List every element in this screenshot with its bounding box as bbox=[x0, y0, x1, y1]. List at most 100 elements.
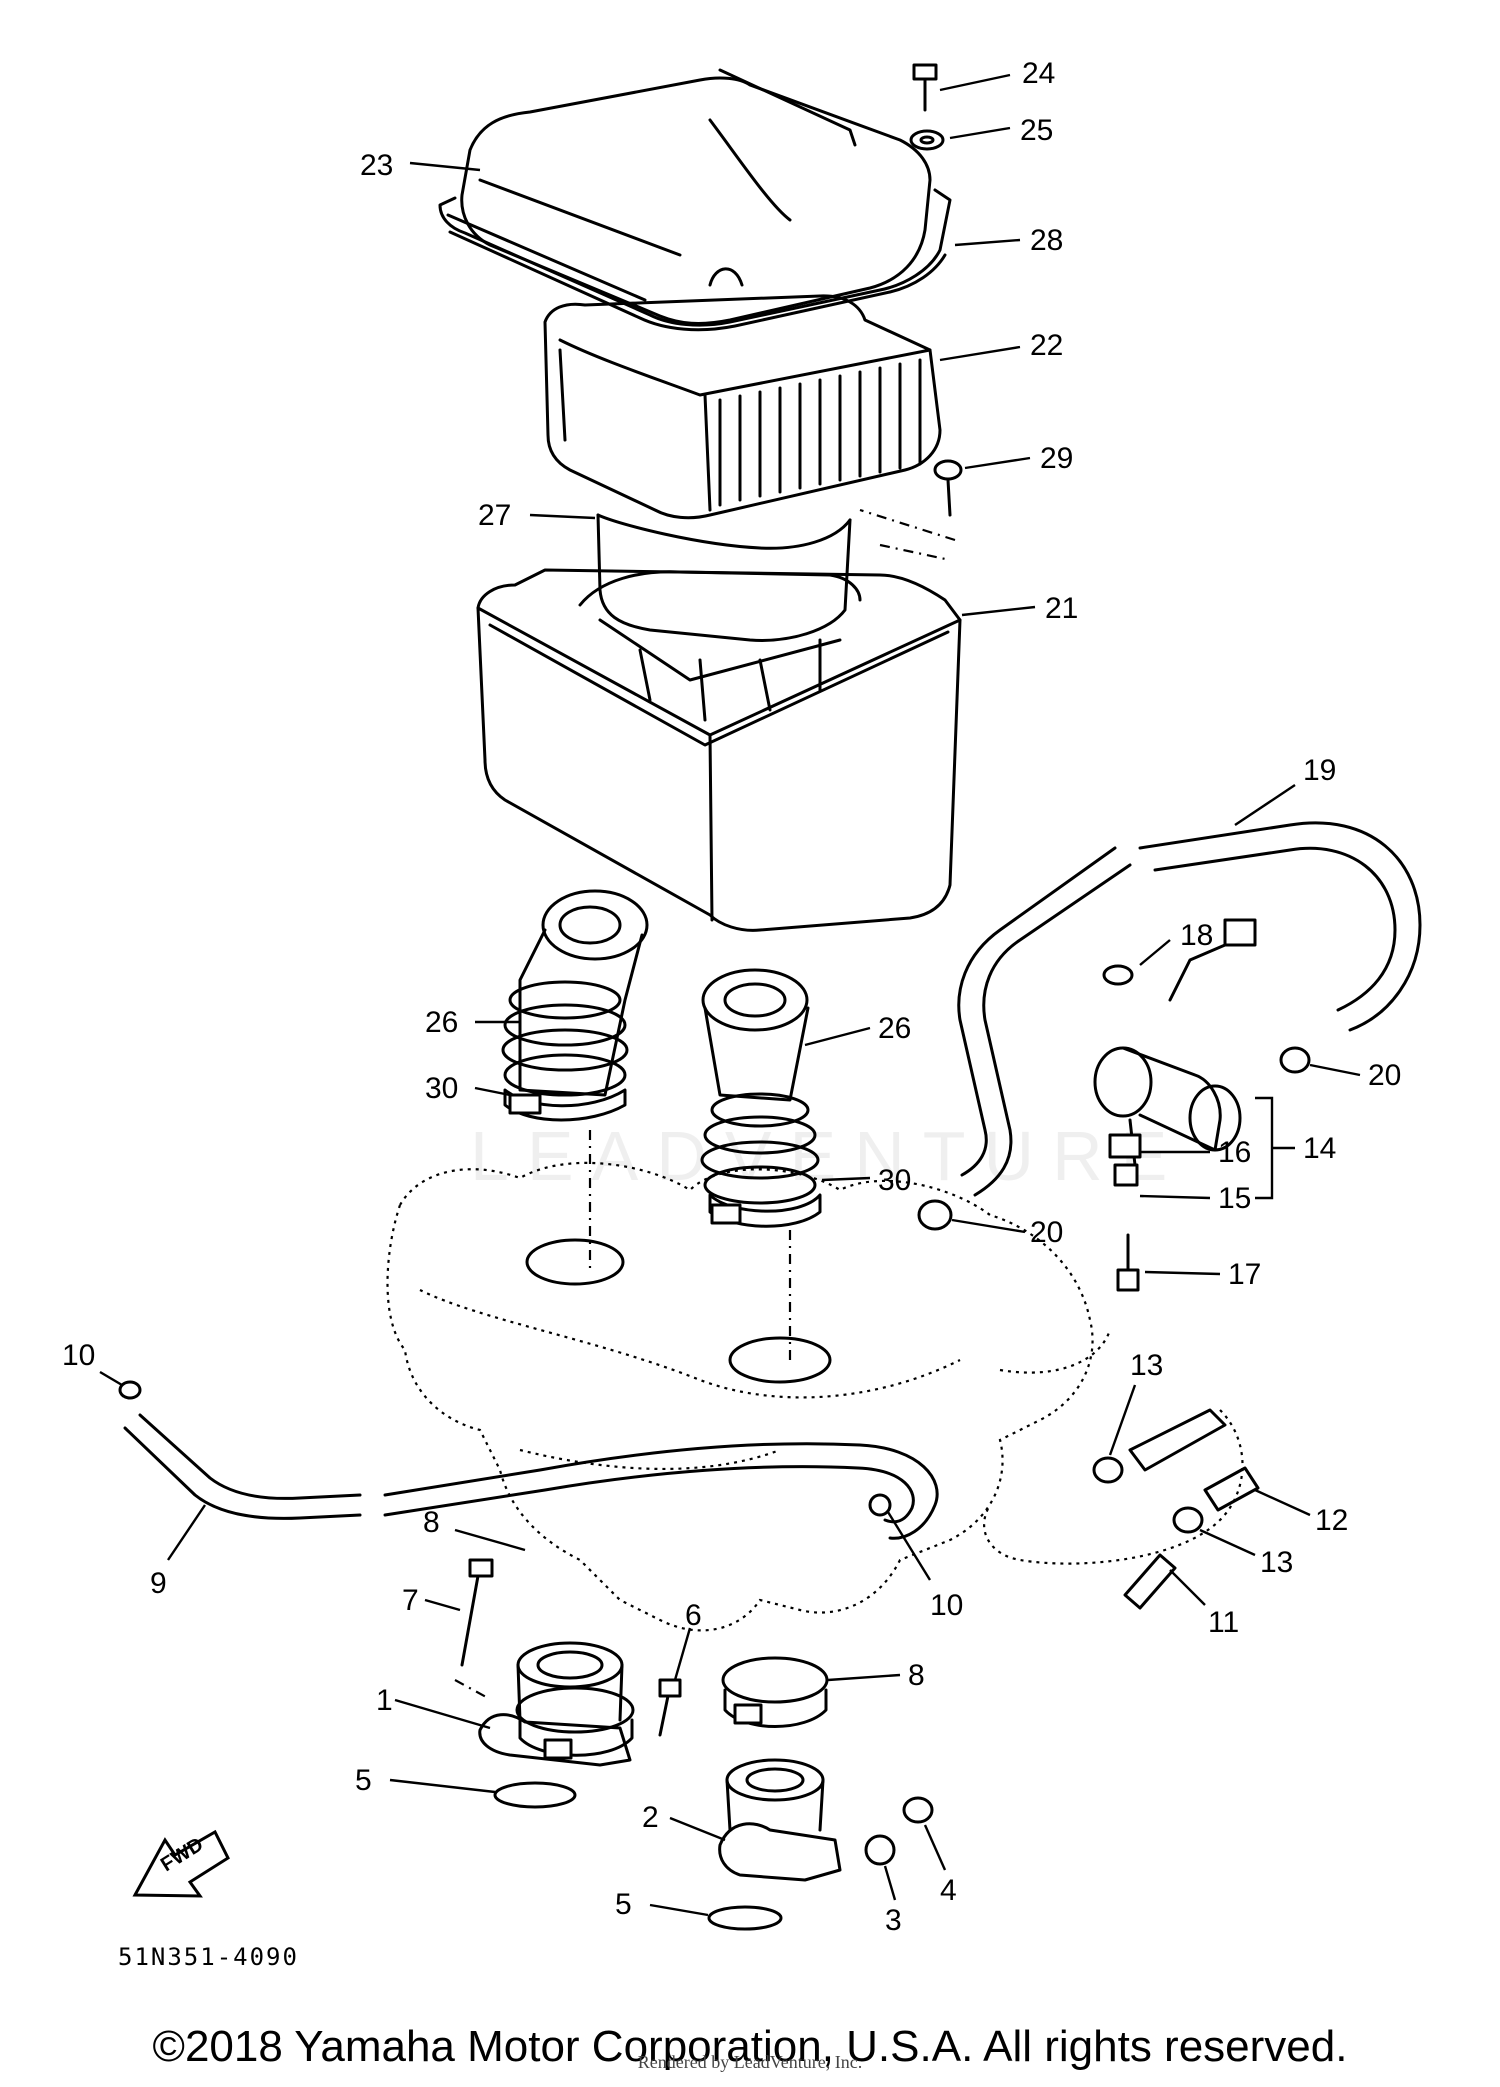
clip-10a bbox=[118, 1380, 142, 1400]
cap-3 bbox=[864, 1834, 896, 1866]
callout-9: 9 bbox=[150, 1504, 206, 1600]
engine-outline bbox=[386, 1161, 1244, 1632]
callout-27: 27 bbox=[478, 499, 596, 532]
callout-12: 12 bbox=[1254, 1488, 1348, 1537]
bolt-6 bbox=[658, 1678, 682, 1737]
watermark: LEADVENTURE bbox=[470, 1117, 1185, 1195]
clip-13b bbox=[1172, 1506, 1204, 1534]
svg-text:23: 23 bbox=[360, 149, 393, 182]
hose-clip-20a bbox=[1279, 1046, 1311, 1074]
callout-20a: 20 bbox=[1309, 1059, 1401, 1092]
clip-13a bbox=[1092, 1456, 1124, 1484]
svg-text:16: 16 bbox=[1218, 1136, 1251, 1169]
element-guide bbox=[596, 513, 852, 642]
callout-29: 29 bbox=[964, 442, 1073, 475]
callout-1: 1 bbox=[376, 1684, 491, 1730]
svg-text:20: 20 bbox=[1368, 1059, 1401, 1092]
svg-text:14: 14 bbox=[1303, 1132, 1336, 1165]
callout-8b: 8 bbox=[827, 1659, 925, 1692]
callout-10b: 10 bbox=[886, 1511, 963, 1622]
svg-text:15: 15 bbox=[1218, 1182, 1251, 1215]
callout-5a: 5 bbox=[355, 1764, 496, 1797]
callout-13a: 13 bbox=[1108, 1349, 1163, 1456]
callout-17: 17 bbox=[1144, 1258, 1261, 1291]
air-cleaner-element bbox=[543, 294, 942, 520]
breather-hose-9 bbox=[123, 1413, 939, 1540]
svg-text:13: 13 bbox=[1260, 1546, 1293, 1579]
svg-text:29: 29 bbox=[1040, 442, 1073, 475]
carburetor-joint-left bbox=[501, 889, 649, 1122]
svg-text:1: 1 bbox=[376, 1684, 393, 1717]
bolt-24 bbox=[912, 63, 938, 112]
callout-13b: 13 bbox=[1199, 1528, 1293, 1579]
svg-text:13: 13 bbox=[1130, 1349, 1163, 1382]
bolt-7 bbox=[460, 1558, 494, 1667]
o-ring-5b bbox=[707, 1905, 783, 1931]
svg-text:27: 27 bbox=[478, 499, 511, 532]
o-ring-5a bbox=[493, 1781, 577, 1809]
callout-26b: 26 bbox=[804, 1012, 911, 1047]
carburetor-joint-right bbox=[700, 968, 822, 1228]
callout-2: 2 bbox=[642, 1801, 726, 1842]
svg-text:25: 25 bbox=[1020, 114, 1053, 147]
callout-6: 6 bbox=[673, 1599, 702, 1681]
callout-15: 15 bbox=[1139, 1182, 1251, 1215]
clamp-8b bbox=[721, 1656, 829, 1728]
callout-21: 21 bbox=[961, 592, 1078, 625]
nipple-11 bbox=[1123, 1553, 1177, 1610]
svg-text:9: 9 bbox=[150, 1567, 167, 1600]
callout-11: 11 bbox=[1169, 1569, 1239, 1639]
callout-25: 25 bbox=[949, 114, 1053, 147]
svg-text:19: 19 bbox=[1303, 754, 1336, 787]
callout-19: 19 bbox=[1234, 754, 1336, 826]
svg-text:2: 2 bbox=[642, 1801, 659, 1834]
callout-16: 16 bbox=[1140, 1136, 1251, 1169]
air-cut-valve bbox=[1093, 918, 1257, 1292]
svg-text:28: 28 bbox=[1030, 224, 1063, 257]
callout-10a: 10 bbox=[62, 1339, 123, 1387]
engine-intake-ports bbox=[525, 1238, 832, 1384]
svg-text:10: 10 bbox=[62, 1339, 95, 1372]
svg-text:8: 8 bbox=[908, 1659, 925, 1692]
callout-18: 18 bbox=[1139, 919, 1213, 966]
svg-text:5: 5 bbox=[355, 1764, 372, 1797]
clip-10b bbox=[868, 1493, 892, 1517]
callout-30a: 30 bbox=[425, 1072, 511, 1105]
svg-text:30: 30 bbox=[878, 1164, 911, 1197]
hose-clip-20b bbox=[917, 1199, 953, 1231]
svg-text:11: 11 bbox=[1208, 1606, 1239, 1639]
svg-text:17: 17 bbox=[1228, 1258, 1261, 1291]
callout-30b: 30 bbox=[821, 1164, 911, 1197]
svg-text:10: 10 bbox=[930, 1589, 963, 1622]
callout-28: 28 bbox=[954, 224, 1063, 257]
screw-29 bbox=[933, 459, 963, 517]
svg-text:5: 5 bbox=[615, 1888, 632, 1921]
clamp-8a bbox=[515, 1686, 635, 1760]
callout-5b: 5 bbox=[615, 1888, 709, 1921]
callout-26a: 26 bbox=[425, 1006, 520, 1039]
callout-14: 14 bbox=[1255, 1096, 1336, 1200]
svg-text:4: 4 bbox=[940, 1874, 957, 1907]
svg-text:6: 6 bbox=[685, 1599, 702, 1632]
svg-text:7: 7 bbox=[402, 1584, 419, 1617]
svg-text:26: 26 bbox=[425, 1006, 458, 1039]
breather-hose-19 bbox=[957, 821, 1422, 1197]
diagram-code: 51N351-4090 bbox=[118, 1943, 299, 1971]
svg-text:3: 3 bbox=[885, 1904, 902, 1937]
svg-text:20: 20 bbox=[1030, 1216, 1063, 1249]
air-cleaner-cap bbox=[438, 68, 952, 327]
callout-22: 22 bbox=[939, 329, 1063, 362]
air-cleaner-case bbox=[476, 568, 962, 932]
svg-text:24: 24 bbox=[1022, 57, 1055, 90]
svg-text:8: 8 bbox=[423, 1506, 440, 1539]
svg-text:22: 22 bbox=[1030, 329, 1063, 362]
svg-text:18: 18 bbox=[1180, 919, 1213, 952]
callout-8a: 8 bbox=[423, 1506, 526, 1552]
gasket bbox=[448, 230, 947, 332]
callout-23: 23 bbox=[360, 149, 481, 182]
intake-joint-2 bbox=[718, 1758, 842, 1882]
svg-text:26: 26 bbox=[878, 1012, 911, 1045]
callout-24: 24 bbox=[939, 57, 1055, 92]
rendered-by-note: Rendered by LeadVenture, Inc. bbox=[637, 2052, 863, 2072]
